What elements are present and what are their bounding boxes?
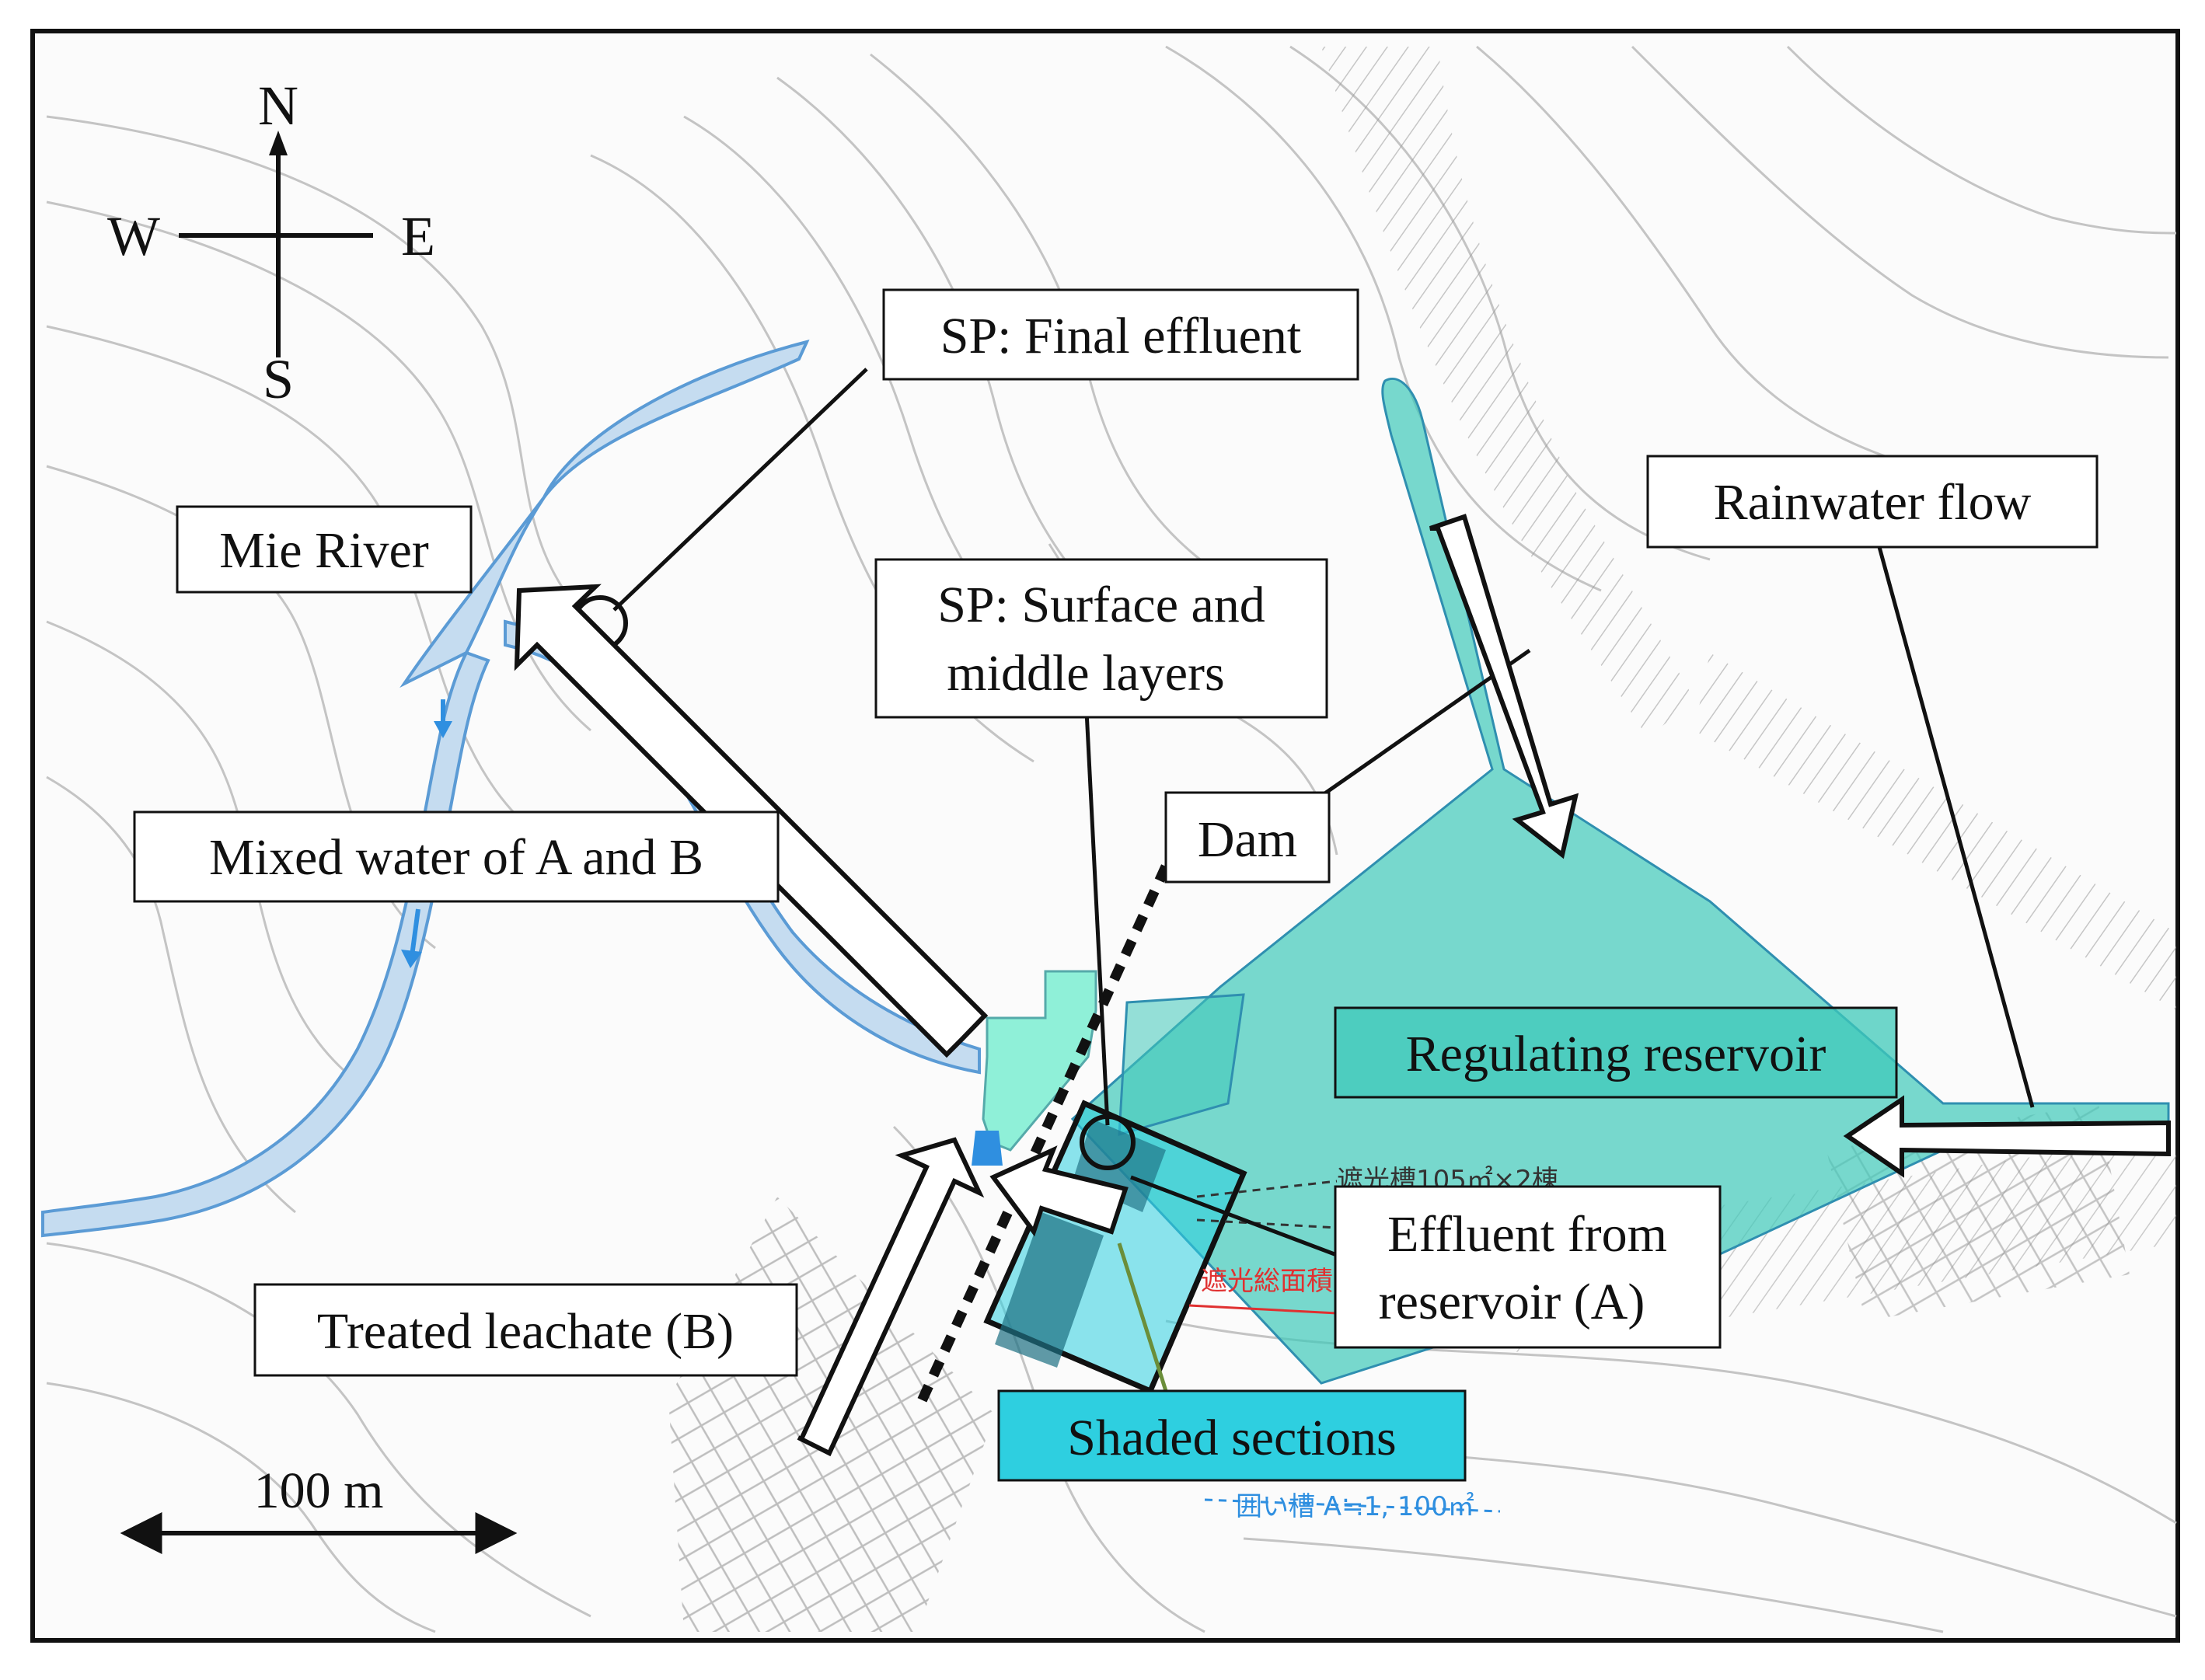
label-dam: Dam [1164, 791, 1331, 884]
compass-west: W [107, 205, 160, 267]
label-regulating-reservoir: Regulating reservoir [1334, 1006, 1898, 1099]
reservoir-effluent-flow-arrow [989, 1145, 1129, 1237]
scale-bar: 100 m [120, 1462, 518, 1554]
svg-text:SP: Final effluent: SP: Final effluent [940, 308, 1301, 364]
svg-text:reservoir (A): reservoir (A) [1379, 1274, 1645, 1330]
svg-text:Regulating reservoir: Regulating reservoir [1406, 1026, 1826, 1082]
embankment-east [1694, 653, 2176, 1010]
label-mie-river: Mie River [176, 505, 473, 594]
svg-text:Shaded sections: Shaded sections [1067, 1410, 1396, 1466]
shading-total-note: 遮光総面積 [1201, 1266, 1333, 1297]
surface-middle-sampling-point [1080, 1114, 1136, 1170]
svg-text:Mixed water of A and B: Mixed water of A and B [209, 829, 703, 886]
compass-south: S [263, 348, 294, 410]
north-arrow-icon [269, 131, 288, 155]
svg-text:Mie River: Mie River [219, 522, 428, 579]
embankment-north [1321, 47, 1694, 738]
compass-north: N [258, 75, 298, 137]
river-flow-arrow [410, 908, 420, 957]
svg-text:SP: Surface and: SP: Surface and [937, 577, 1265, 633]
label-rainwater-flow: Rainwater flow [1646, 455, 2099, 549]
outlet-marker [972, 1131, 1003, 1166]
label-treated-leachate: Treated leachate (B) [253, 1283, 798, 1377]
scale-bar-label: 100 m [254, 1462, 384, 1519]
label-mixed-water: Mixed water of A and B [133, 810, 780, 903]
label-shaded-sections: Shaded sections [997, 1389, 1467, 1482]
label-surface-middle-layers: SP: Surface and middle layers [874, 558, 1328, 719]
label-final-effluent: SP: Final effluent [882, 288, 1359, 381]
treated-leachate-flow-arrow [797, 1137, 985, 1457]
dam-line [916, 864, 1171, 1405]
svg-text:Dam: Dam [1198, 811, 1297, 868]
compass-rose: N S E W [107, 75, 435, 410]
rainwater-flow-arrow-east [1843, 1095, 2171, 1178]
svg-text:Treated leachate (B): Treated leachate (B) [317, 1303, 734, 1360]
svg-text:Effluent from: Effluent from [1387, 1206, 1667, 1263]
label-effluent-from-reservoir: Effluent from reservoir (A) [1334, 1185, 1722, 1349]
compass-east: E [401, 205, 435, 267]
enclosure-area-note: 囲い槽 A≒1, 100㎡ [1236, 1491, 1474, 1522]
rainwater-flow-arrow-north [1429, 514, 1579, 859]
svg-text:middle layers: middle layers [947, 645, 1224, 702]
reservoir-inlet-area [1118, 993, 1245, 1137]
svg-text:Rainwater flow: Rainwater flow [1714, 474, 2032, 531]
